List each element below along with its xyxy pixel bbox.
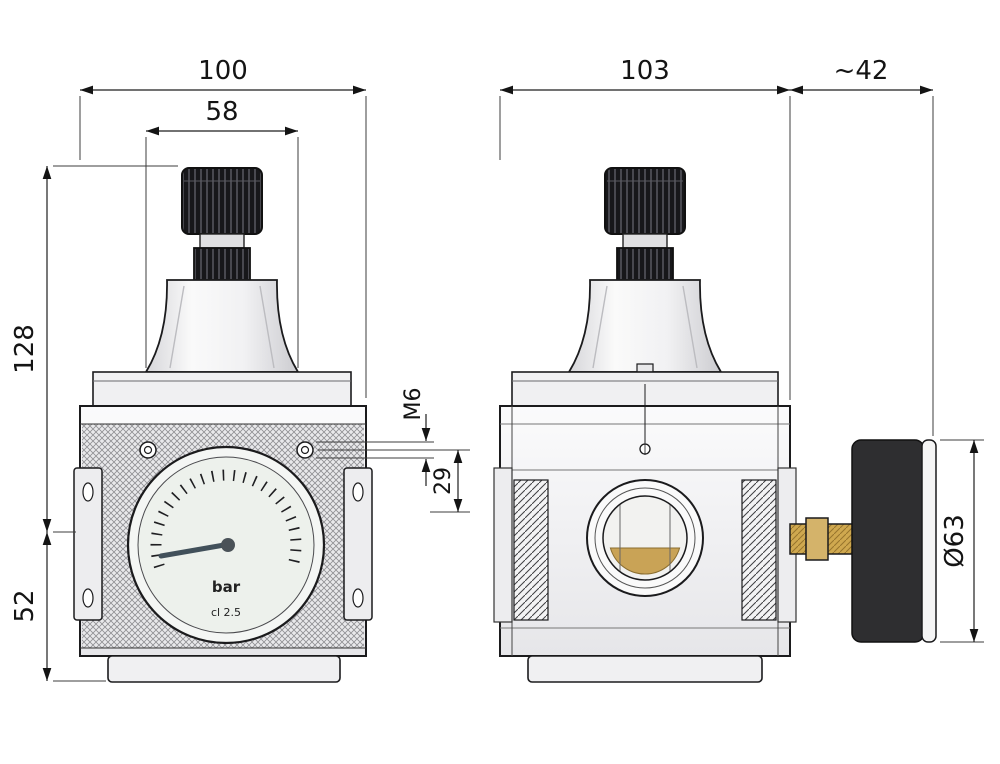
pressure-gauge-front: bar cl 2.5 — [126, 445, 326, 645]
front-top-plate — [92, 371, 352, 407]
side-hatch-block-left — [513, 479, 549, 621]
bonnet-shading — [169, 285, 275, 369]
front-right-ear — [343, 467, 373, 621]
thread-callout: M6 — [316, 388, 434, 486]
port-valve-seat — [609, 547, 681, 575]
side-dimensions: 103 ~42 Ø63 — [499, 56, 984, 643]
side-bonnet — [567, 279, 723, 373]
bonnet-shell — [567, 279, 723, 373]
front-dimensions: 100 58 128 52 M6 29 — [10, 56, 470, 682]
side-hatch-block-right — [741, 479, 777, 621]
dim-gauge-offset-label: ~42 — [834, 56, 889, 86]
gauge-rim — [921, 439, 937, 643]
front-bonnet — [144, 279, 300, 373]
dim-bonnet-width-label: 58 — [205, 97, 238, 127]
knob-cap — [181, 167, 263, 235]
bonnet-shading — [592, 285, 698, 369]
side-adjustment-knob — [604, 167, 686, 281]
thread-label: M6 — [401, 388, 426, 421]
front-screw-hole-left — [139, 441, 157, 459]
knob-stem — [199, 233, 245, 249]
gauge-stem-nut — [805, 517, 829, 561]
side-base — [527, 655, 763, 683]
front-base — [107, 655, 341, 683]
dim-thread-position-label: 29 — [431, 467, 456, 495]
port-thread-circle — [594, 487, 696, 589]
gauge-needle — [158, 541, 233, 559]
side-left-ear — [493, 467, 513, 623]
dim-overall-depth-label: 103 — [620, 56, 670, 86]
knob-lock-ring — [616, 247, 674, 281]
gauge-unit-label: bar — [212, 578, 241, 596]
dim-overall-width-label: 100 — [198, 56, 248, 86]
front-view: bar cl 2.5 — [73, 167, 373, 683]
side-port — [586, 479, 704, 597]
thread-position-dimension: 29 — [318, 449, 470, 513]
knob-lock-ring — [193, 247, 251, 281]
dim-gauge-diameter-label: Ø63 — [940, 514, 970, 568]
front-body-edge-lines — [80, 423, 366, 649]
gauge-class-label: cl 2.5 — [211, 606, 241, 619]
dim-lower-height-label: 52 — [10, 589, 40, 622]
dim-upper-height-label: 128 — [10, 324, 40, 374]
gauge-case — [851, 439, 925, 643]
front-screw-hole-right — [296, 441, 314, 459]
pressure-gauge-side — [789, 439, 937, 643]
side-top-tab — [636, 363, 654, 373]
side-view — [493, 167, 937, 683]
front-extension-lines — [53, 96, 367, 682]
bonnet-shell — [144, 279, 300, 373]
knob-cap — [604, 167, 686, 235]
knob-stem — [622, 233, 668, 249]
front-adjustment-knob — [181, 167, 263, 281]
gauge-needle-hub — [221, 538, 235, 552]
front-left-ear — [73, 467, 103, 621]
side-vent-hole — [639, 384, 651, 455]
